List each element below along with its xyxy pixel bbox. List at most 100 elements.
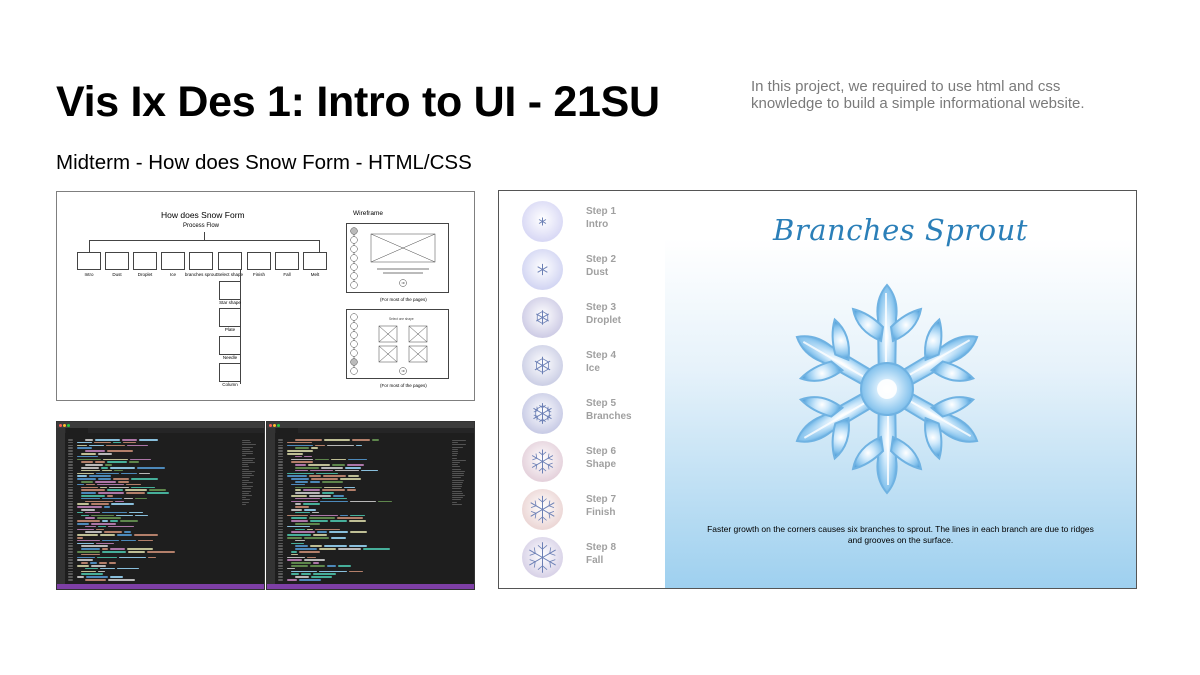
code-token bbox=[321, 497, 348, 500]
code-token bbox=[295, 545, 308, 547]
step-thumbnail[interactable] bbox=[522, 393, 563, 434]
code-token bbox=[295, 539, 305, 542]
code-token bbox=[291, 542, 305, 545]
minimap-line bbox=[452, 468, 462, 470]
code-token bbox=[81, 481, 94, 483]
code-token bbox=[126, 483, 141, 486]
step-thumbnail[interactable] bbox=[522, 249, 563, 290]
line-number bbox=[278, 495, 283, 497]
code-token bbox=[106, 450, 133, 452]
code-token bbox=[295, 467, 319, 469]
code-token bbox=[77, 447, 92, 449]
flow-shape-label: Plate bbox=[224, 327, 236, 332]
minimap-line bbox=[452, 459, 466, 461]
step-thumbnail[interactable] bbox=[522, 345, 563, 386]
minimap-line bbox=[242, 440, 250, 441]
code-token bbox=[81, 548, 100, 550]
step-name: Shape bbox=[586, 459, 617, 470]
line-number bbox=[68, 492, 73, 494]
code-token bbox=[340, 514, 349, 517]
code-token bbox=[77, 542, 95, 545]
code-token bbox=[291, 565, 308, 567]
code-token bbox=[123, 531, 131, 533]
line-number bbox=[278, 556, 283, 559]
line-number bbox=[278, 579, 283, 581]
code-token bbox=[100, 467, 109, 469]
code-token bbox=[306, 556, 316, 559]
code-token bbox=[117, 534, 132, 536]
minimap-line bbox=[242, 448, 250, 450]
code-token bbox=[310, 576, 333, 578]
code-token bbox=[104, 464, 112, 466]
line-number bbox=[278, 481, 283, 483]
line-number bbox=[278, 453, 283, 455]
code-token bbox=[324, 486, 342, 489]
minimap-line bbox=[452, 488, 462, 490]
code-token bbox=[77, 475, 87, 477]
code-token bbox=[90, 565, 106, 567]
code-token bbox=[371, 439, 379, 441]
code-token bbox=[85, 464, 103, 466]
code-token bbox=[346, 464, 364, 466]
minimap-line bbox=[242, 457, 256, 459]
line-number bbox=[68, 531, 73, 533]
line-number bbox=[68, 551, 73, 553]
code-token bbox=[108, 562, 117, 564]
code-token bbox=[291, 553, 298, 556]
line-number bbox=[68, 506, 73, 508]
minimap-line bbox=[452, 477, 462, 479]
code-token bbox=[102, 458, 129, 461]
line-number bbox=[68, 573, 73, 575]
flow-shape-label: Column bbox=[222, 382, 238, 387]
code-token bbox=[300, 573, 311, 575]
snowflake-icon bbox=[529, 542, 556, 573]
line-number bbox=[68, 472, 73, 475]
line-number bbox=[68, 475, 73, 477]
code-token bbox=[81, 453, 96, 455]
code-token bbox=[110, 467, 136, 469]
code-token bbox=[97, 453, 113, 455]
line-number bbox=[278, 497, 283, 500]
code-token bbox=[291, 531, 316, 533]
code-token bbox=[81, 489, 106, 491]
line-number bbox=[68, 567, 73, 570]
code-token bbox=[348, 475, 359, 477]
code-token bbox=[148, 556, 156, 559]
step-thumbnail[interactable] bbox=[522, 297, 563, 338]
line-number bbox=[68, 548, 73, 550]
code-token bbox=[77, 472, 94, 475]
code-token bbox=[81, 553, 100, 556]
code-token bbox=[97, 556, 117, 559]
line-number bbox=[278, 559, 283, 561]
code-token bbox=[85, 450, 105, 452]
page-title: Vis Ix Des 1: Intro to UI - 21SU bbox=[56, 78, 660, 126]
line-number bbox=[278, 464, 283, 466]
code-token bbox=[377, 500, 393, 503]
step-thumbnail[interactable] bbox=[522, 537, 563, 578]
step-thumbnail[interactable] bbox=[522, 489, 563, 530]
line-number bbox=[278, 506, 283, 508]
code-token bbox=[343, 486, 355, 489]
step-thumbnail[interactable] bbox=[522, 201, 563, 242]
minimap-line bbox=[242, 453, 254, 455]
code-token bbox=[291, 483, 305, 486]
line-number bbox=[278, 467, 283, 469]
code-token bbox=[311, 447, 319, 449]
flowchart-subtitle: Process Flow bbox=[183, 223, 220, 229]
flow-connector bbox=[89, 240, 319, 241]
step-thumbnail[interactable] bbox=[522, 441, 563, 482]
code-token bbox=[287, 537, 303, 539]
code-token bbox=[86, 576, 108, 578]
line-number bbox=[68, 528, 73, 531]
code-token bbox=[287, 472, 314, 475]
code-token bbox=[90, 503, 109, 505]
